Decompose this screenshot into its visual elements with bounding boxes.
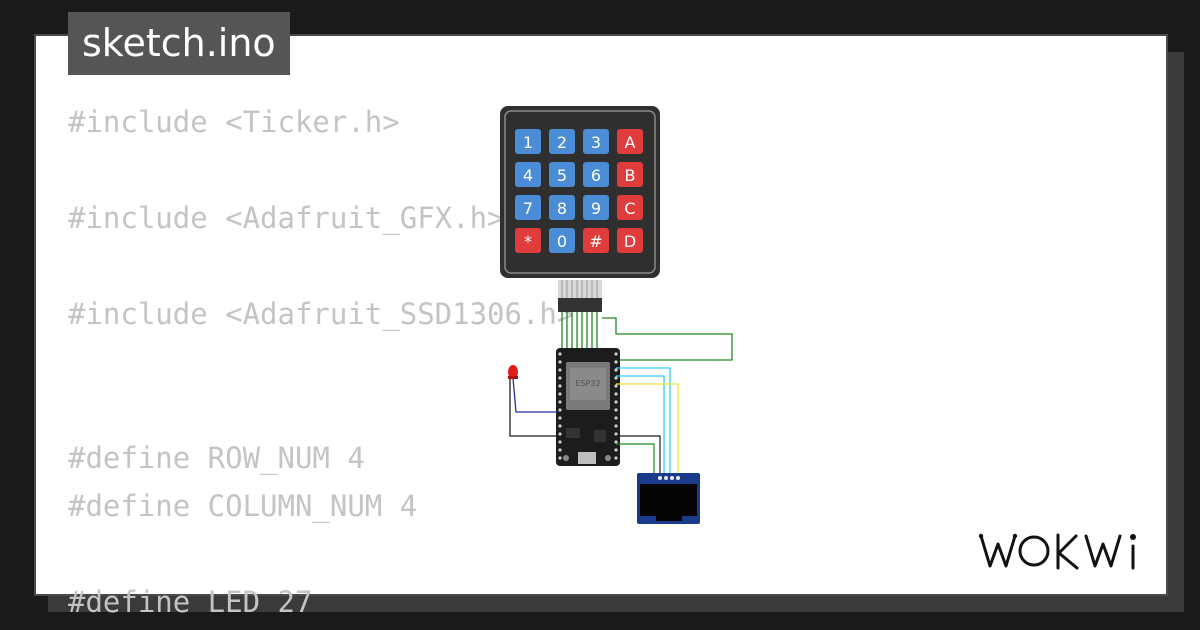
keypad-key-C[interactable]: C <box>617 195 643 220</box>
keypad-key-#[interactable]: # <box>583 228 609 253</box>
keypad-key-label: 1 <box>523 133 533 152</box>
esp32-board[interactable]: ESP32 <box>556 348 620 466</box>
keypad-key-3[interactable]: 3 <box>583 129 609 154</box>
wokwi-logo <box>976 528 1152 580</box>
keypad-key-9[interactable]: 9 <box>583 195 609 220</box>
keypad-key-label: C <box>624 199 635 218</box>
code-line: #include <Adafruit_SSD1306.h> <box>68 297 575 331</box>
keypad-key-5[interactable]: 5 <box>549 162 575 187</box>
esp32-chip-label: ESP32 <box>575 379 600 388</box>
keypad-key-label: 4 <box>523 166 533 185</box>
keypad-connector <box>558 280 602 312</box>
keypad-key-*[interactable]: * <box>515 228 541 253</box>
keypad-key-label: 0 <box>557 232 567 251</box>
keypad-key-label: 5 <box>557 166 567 185</box>
keypad-key-label: D <box>624 232 636 251</box>
code-line: #define LED 27 <box>68 585 313 619</box>
keypad-key-label: 3 <box>591 133 601 152</box>
keypad[interactable]: 1 2 3 A 4 5 6 B 7 8 9 C * 0 # D <box>500 106 660 278</box>
keypad-key-D[interactable]: D <box>617 228 643 253</box>
keypad-key-label: A <box>625 133 636 152</box>
keypad-key-A[interactable]: A <box>617 129 643 154</box>
keypad-key-label: 7 <box>523 199 533 218</box>
keypad-key-1[interactable]: 1 <box>515 129 541 154</box>
code-line: #define ROW_NUM 4 <box>68 441 365 475</box>
i2c-wires <box>616 367 679 476</box>
oled-power-wires <box>616 435 661 476</box>
keypad-key-label: 2 <box>557 133 567 152</box>
keypad-key-4[interactable]: 4 <box>515 162 541 187</box>
file-tab[interactable]: sketch.ino <box>68 12 290 75</box>
code-line: #include <Adafruit_GFX.h> <box>68 201 505 235</box>
keypad-key-B[interactable]: B <box>617 162 643 187</box>
keypad-key-0[interactable]: 0 <box>549 228 575 253</box>
code-line: #define COLUMN_NUM 4 <box>68 489 418 523</box>
code-preview: #include <Ticker.h> #include <Adafruit_GF… <box>68 98 574 626</box>
red-led[interactable] <box>508 365 558 437</box>
keypad-key-6[interactable]: 6 <box>583 162 609 187</box>
keypad-key-label: B <box>625 166 636 185</box>
keypad-key-8[interactable]: 8 <box>549 195 575 220</box>
code-line: #include <Ticker.h> <box>68 105 400 139</box>
keypad-key-label: 9 <box>591 199 601 218</box>
keypad-key-label: # <box>589 232 602 251</box>
keypad-key-7[interactable]: 7 <box>515 195 541 220</box>
keypad-key-label: 8 <box>557 199 567 218</box>
usb-port <box>578 452 596 464</box>
oled-display[interactable] <box>637 473 700 524</box>
keypad-key-2[interactable]: 2 <box>549 129 575 154</box>
keypad-key-label: 6 <box>591 166 601 185</box>
keypad-key-label: * <box>524 232 532 251</box>
